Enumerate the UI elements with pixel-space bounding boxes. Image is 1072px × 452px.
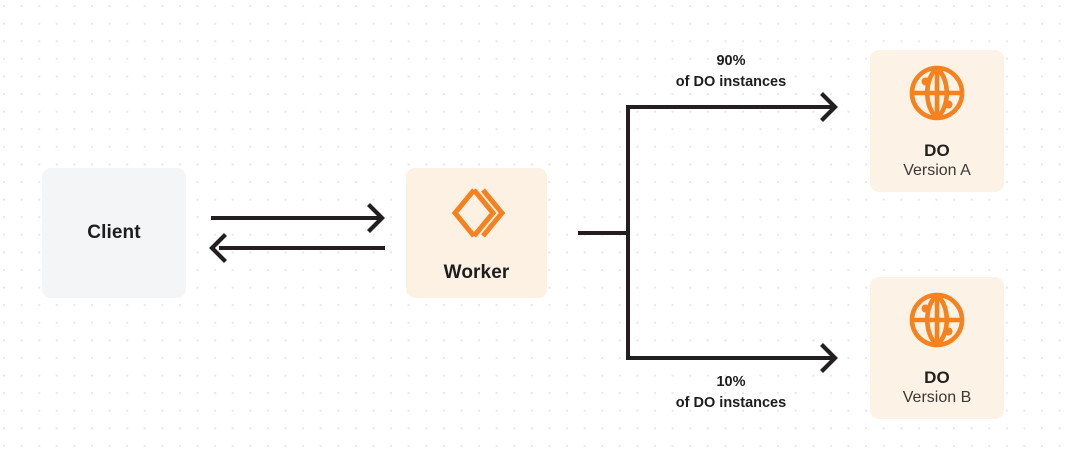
node-do-b-sublabel: Version B <box>902 389 972 407</box>
node-do-version-b: DO Version B <box>870 277 1004 419</box>
node-client: Client <box>42 168 186 298</box>
edge-label-caption-b: of DO instances <box>675 395 787 412</box>
edge-label-worker-to-do-a: 90% of DO instances <box>636 51 826 93</box>
node-worker-label: Worker <box>443 262 510 284</box>
edge-worker-to-do-b-line <box>626 356 835 360</box>
edge-worker-to-do-a-line <box>626 105 835 109</box>
cloudflare-workers-icon <box>446 182 508 249</box>
arrow-right-icon <box>366 203 388 233</box>
arrow-left-icon <box>206 233 228 263</box>
edge-worker-branch-stub <box>578 231 630 235</box>
edge-client-to-worker-line <box>211 216 379 220</box>
node-do-version-a: DO Version A <box>870 50 1004 192</box>
edge-label-worker-to-do-b: 10% of DO instances <box>636 372 826 414</box>
edge-worker-to-client-line <box>219 246 385 250</box>
edge-label-percent-a: 90% <box>716 53 746 69</box>
node-do-b-label: DO <box>924 367 950 387</box>
node-do-a-label: DO <box>924 140 950 160</box>
node-client-label: Client <box>87 221 141 243</box>
arrow-right-icon <box>818 343 842 373</box>
node-worker: Worker <box>406 168 547 298</box>
edge-label-caption-a: of DO instances <box>675 74 787 91</box>
edge-branch-trunk <box>626 105 630 360</box>
edge-label-percent-b: 10% <box>716 374 746 390</box>
node-do-a-sublabel: Version A <box>903 162 971 180</box>
arrow-right-icon <box>818 92 842 122</box>
durable-object-globe-icon <box>905 288 969 357</box>
durable-object-globe-icon <box>905 61 969 130</box>
